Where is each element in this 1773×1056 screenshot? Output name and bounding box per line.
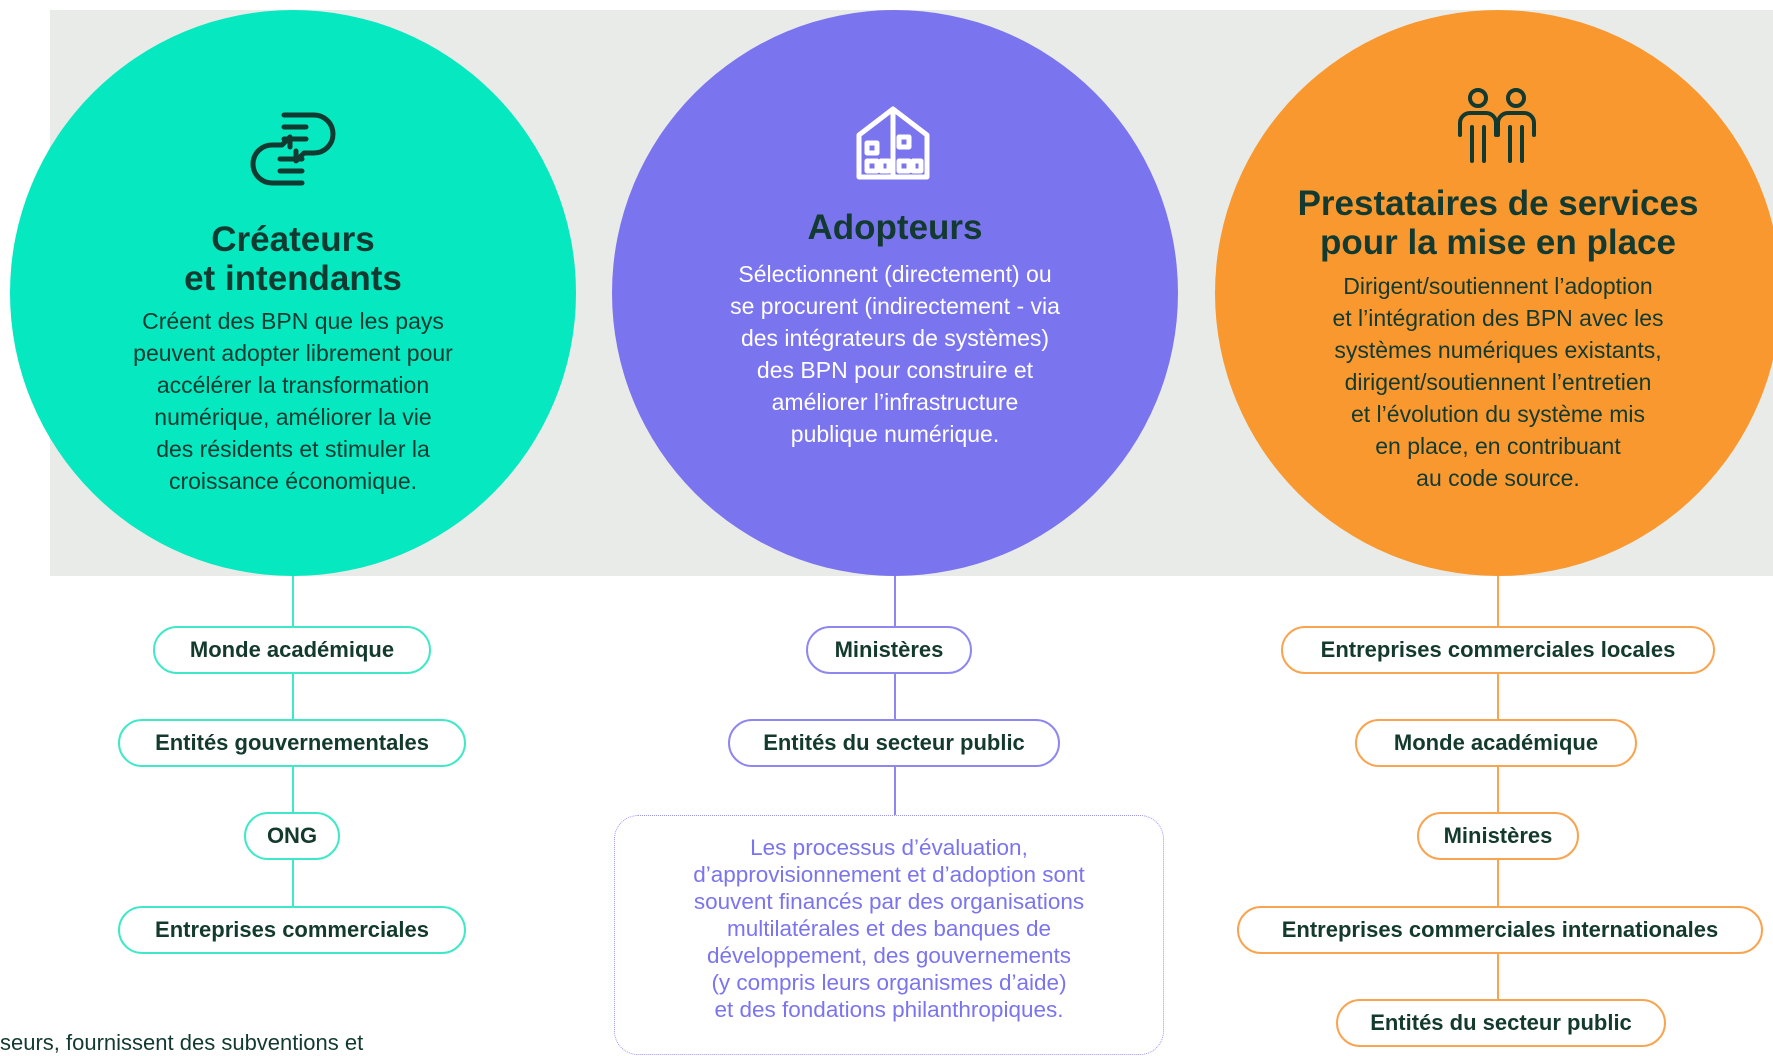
creators-title-line-1: Créateurs <box>211 220 375 259</box>
node-creators-2: Entités gouvernementales <box>118 719 466 767</box>
node-providers-1: Entreprises commerciales locales <box>1281 626 1715 674</box>
node-creators-1: Monde académique <box>153 626 431 674</box>
funding-note-text: Les processus d’évaluation, d’approvisio… <box>693 835 1085 1022</box>
providers-title-line-1: Prestataires de services <box>1297 184 1699 223</box>
creators-title: Créateurs et intendants <box>43 220 543 298</box>
people-icon <box>1458 88 1536 163</box>
connector-line-adopters <box>894 575 896 815</box>
footer-text: seurs, fournissent des subventions et <box>0 1030 364 1055</box>
handshake-icon <box>250 112 336 186</box>
node-providers-5: Entités du secteur public <box>1336 999 1666 1047</box>
node-adopters-2: Entités du secteur public <box>728 719 1060 767</box>
node-creators-4: Entreprises commerciales <box>118 906 466 954</box>
providers-title-line-2: pour la mise en place <box>1320 223 1676 262</box>
node-creators-3: ONG <box>244 812 340 860</box>
creators-title-line-2: et intendants <box>184 259 402 298</box>
adopters-title: Adopteurs <box>807 208 983 247</box>
providers-circle <box>1215 10 1773 576</box>
node-adopters-1: Ministères <box>806 626 972 674</box>
connector-line-providers <box>1497 575 1499 1040</box>
adopters-circle <box>612 10 1178 576</box>
providers-title: Prestataires de services pour la mise en… <box>1248 184 1748 262</box>
providers-description: Dirigent/soutiennent l’adoption et l’int… <box>1332 273 1664 491</box>
adopters-description: Sélectionnent (directement) ou se procur… <box>730 261 1060 447</box>
creators-description: Créent des BPN que les pays peuvent adop… <box>133 308 453 494</box>
node-providers-3: Ministères <box>1417 812 1579 860</box>
creators-circle <box>10 10 576 576</box>
node-providers-4: Entreprises commerciales internationales <box>1237 906 1763 954</box>
node-providers-2: Monde académique <box>1355 719 1637 767</box>
building-icon <box>856 106 930 180</box>
